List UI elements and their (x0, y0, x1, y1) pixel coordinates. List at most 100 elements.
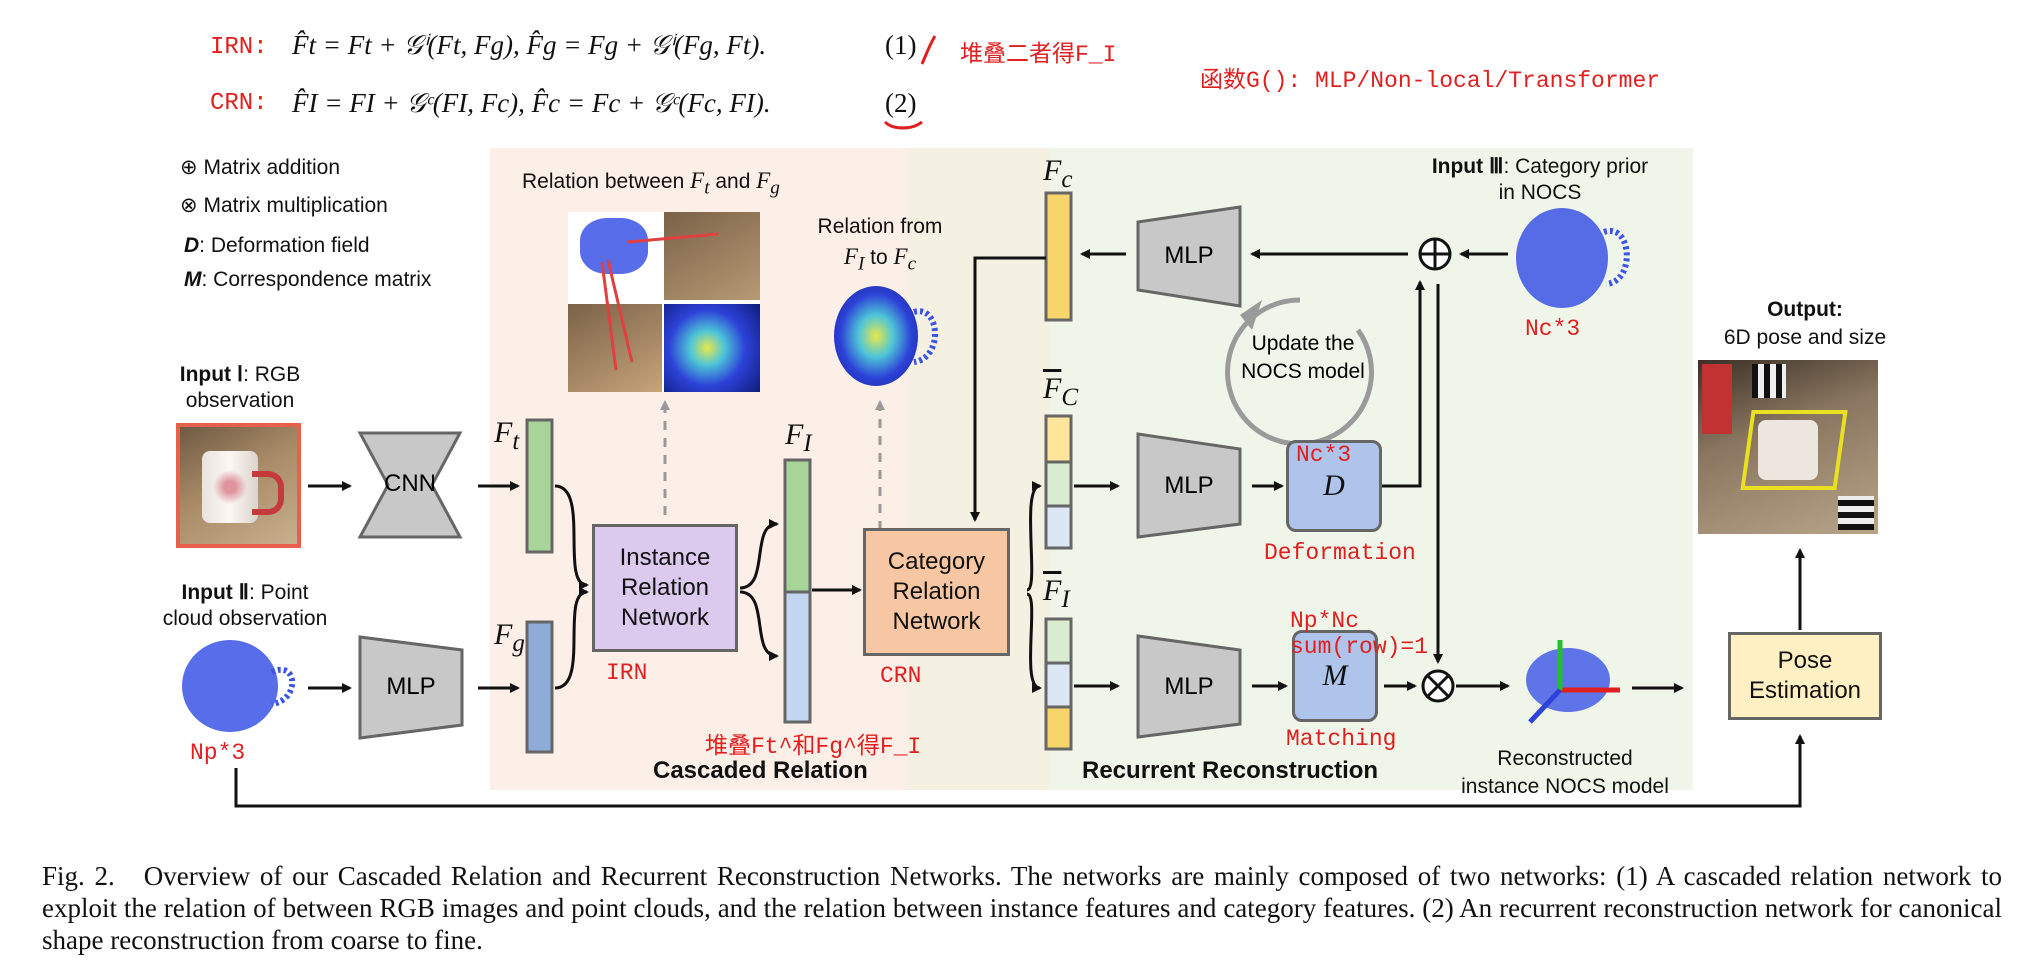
fc-label: Fc (1043, 154, 1072, 194)
m-block-symbol: M (1322, 659, 1348, 692)
relation-ft-fg-label: Relation between Ft and Fg (522, 168, 780, 200)
fg-bar (525, 620, 554, 754)
output-marker-2 (1838, 496, 1874, 530)
fc-sub: c (1061, 166, 1073, 193)
arrow-d-plus (1382, 280, 1425, 488)
fc-hat-label: FC (1043, 372, 1078, 412)
legend-mul-text: Matrix multiplication (203, 194, 388, 217)
relation-ft-sub: t (704, 177, 710, 199)
legend-d: D: Deformation field (184, 234, 370, 258)
mlp-pc-block (358, 635, 464, 740)
times-operator (1421, 669, 1455, 703)
m-note-row: sum(row)=1 (1290, 634, 1429, 660)
point-cloud-crn-relation (834, 286, 938, 386)
fg-symbol: F (494, 618, 513, 651)
irn-pc-thumb (580, 218, 648, 274)
input-rgb-line2: observation (185, 389, 295, 412)
input-rgb-label: Input Ⅰ: RGB observation (140, 362, 340, 414)
input-rgb-title: Input Ⅰ (179, 363, 244, 386)
caption-text: Overview of our Cascaded Relation and Re… (42, 861, 2002, 955)
legend-m: M: Correspondence matrix (184, 268, 431, 292)
fc-bar (1044, 191, 1073, 322)
output-subtitle: 6D pose and size (1723, 326, 1887, 349)
relation-ft-fg-pre: Relation between (522, 170, 691, 193)
d-note-top: Nc*3 (1296, 442, 1352, 468)
check-mark-1 (920, 35, 937, 65)
m-block: M (1292, 630, 1378, 722)
cnn-label: CNN (384, 470, 436, 497)
figure-caption: Fig. 2. Overview of our Cascaded Relatio… (42, 860, 2002, 956)
mlp-pc-label: MLP (386, 673, 436, 700)
relation-fi-sub: I (857, 253, 865, 275)
input-prior-title: Input Ⅲ (1431, 155, 1504, 178)
relation-fc-symbol: F (893, 244, 908, 269)
reconstructed-line2: instance NOCS model (1461, 775, 1669, 798)
legend-d-text: : Deformation field (199, 234, 370, 257)
relation-fc-sub: c (907, 253, 917, 275)
fi-hat-sub: I (1061, 586, 1070, 613)
relation-ft-symbol: F (690, 168, 705, 193)
relation-ft-fg-mid: and (709, 170, 757, 193)
fi-hat-bar-1 (1044, 617, 1073, 665)
circle-plus-icon: ⊕ (180, 156, 198, 179)
reconstructed-label: Reconstructed instance NOCS model (1440, 745, 1690, 801)
mug-pattern (210, 467, 250, 507)
d-note-bottom: Deformation (1264, 540, 1416, 566)
mlp-bot-block (1136, 634, 1242, 739)
arrow-ft-irn (554, 484, 589, 590)
fc-hat-bar-3 (1044, 504, 1073, 550)
crn-block: Category Relation Network (863, 528, 1010, 656)
d-block: D (1286, 440, 1382, 532)
relation-fg-symbol: F (756, 168, 771, 193)
update-loop-head (1240, 300, 1262, 330)
arrow-irn-fi-top (739, 519, 779, 590)
crn-block-note: CRN (880, 663, 922, 689)
circle-times-icon: ⊗ (180, 194, 198, 217)
legend-add-text: Matrix addition (203, 156, 341, 179)
input-prior-note: Nc*3 (1525, 316, 1581, 342)
ft-bar (525, 418, 554, 554)
reconstructed-line1: Reconstructed (1497, 747, 1633, 770)
fi-hat-label: FI (1043, 574, 1070, 614)
mlp-mid-label: MLP (1164, 472, 1214, 499)
stack-note: 堆叠Ft^和Fg^得F_I (705, 734, 922, 760)
irn-eq-number: (1) (885, 30, 917, 60)
irn-stack-note: 堆叠二者得F_I (960, 42, 1117, 68)
legend-mul: ⊗ Matrix multiplication (180, 193, 388, 218)
legend-add: ⊕ Matrix addition (180, 155, 340, 180)
arrow-irn-fi-bottom (739, 590, 779, 661)
relation-from-line1: Relation from (817, 215, 943, 238)
plus-operator (1418, 237, 1452, 271)
point-cloud-reconstructed (1526, 640, 1620, 724)
output-marker-1 (1752, 364, 1786, 398)
fg-sub: g (512, 630, 525, 657)
input-pc-line2: cloud observation (162, 607, 328, 630)
irn-block-note: IRN (606, 660, 648, 686)
irn-rgb-thumb-2 (568, 304, 662, 392)
fi-bar-bottom (783, 590, 812, 724)
irn-relation-lines (600, 232, 719, 371)
cnn-block (357, 431, 463, 539)
legend-m-symbol: M (184, 268, 202, 291)
arrow-crn-fi-hat (1026, 592, 1042, 693)
mlp-top-block (1136, 205, 1242, 308)
function-note: 函数G(): MLP/Non-local/Transformer (1200, 68, 1661, 94)
relation-fi-symbol: F (843, 244, 858, 269)
fi-symbol: F (785, 418, 804, 451)
input-pc-rest: : Point (248, 581, 309, 604)
fi-hat-bar-3 (1044, 705, 1073, 751)
arrow-fg-irn (554, 587, 589, 690)
fc-hat-bar-1 (1044, 414, 1073, 464)
crn-equation: F̂I = FI + 𝒢ᶜ(FI, Fc), F̂c = Fc + 𝒢ᶜ(Fc,… (292, 88, 771, 118)
legend-d-symbol: D (184, 234, 200, 257)
fc-hat-sub: C (1061, 384, 1079, 411)
irn-block: Instance Relation Network (592, 524, 738, 652)
arrow-crn-fc-hat (1025, 481, 1042, 592)
fi-sub: I (803, 430, 812, 457)
fi-bar-top (783, 458, 812, 594)
ft-sub: t (512, 428, 520, 455)
point-cloud-prior (1516, 208, 1630, 308)
mlp-mid-block (1136, 432, 1242, 539)
output-label: Output: 6D pose and size (1690, 296, 1920, 352)
